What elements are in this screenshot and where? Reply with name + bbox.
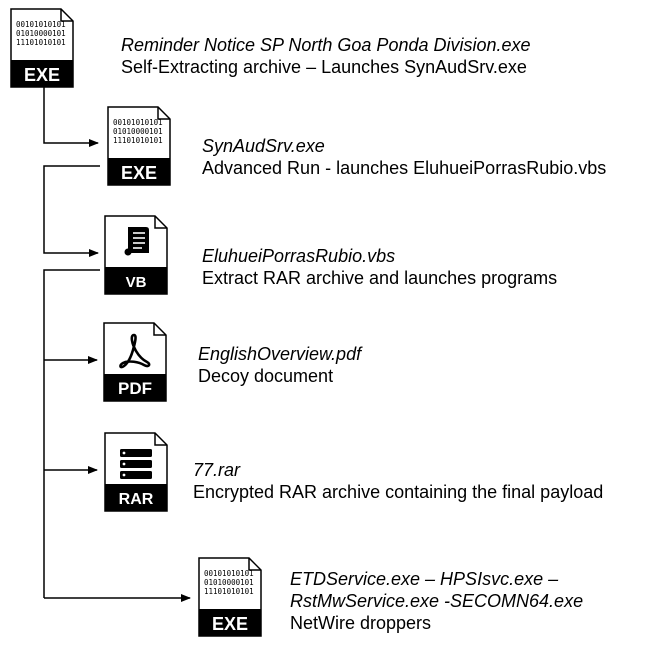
pdf-file-icon: PDF [103, 322, 167, 402]
icon-label: RAR [119, 491, 154, 508]
binary-line: 11101010101 [204, 587, 254, 596]
binary-line: 00101010101 [113, 118, 163, 127]
connector-vbs-bus [43, 269, 100, 598]
icon-label: PDF [118, 379, 152, 398]
connector-reminder-to-synaudsrv [43, 87, 99, 147]
node-label-reminder: Reminder Notice SP North Goa Ponda Divis… [121, 34, 531, 78]
binary-line: 01010000101 [204, 578, 254, 587]
file-name: ETDService.exe – HPSIsvc.exe – [290, 569, 559, 589]
icon-label: VB [126, 274, 147, 291]
file-description: Advanced Run - launches EluhueiPorrasRub… [202, 158, 607, 178]
binary-line: 00101010101 [16, 20, 66, 29]
icon-label: EXE [121, 163, 157, 183]
file-description: NetWire droppers [290, 613, 432, 633]
file-name: 77.rar [193, 460, 241, 480]
file-description: Decoy document [198, 366, 334, 386]
node-label-vbs: EluhueiPorrasRubio.vbs Extract RAR archi… [202, 245, 557, 289]
node-label-droppers: ETDService.exe – HPSIsvc.exe – RstMwServ… [290, 568, 583, 634]
file-name: SynAudSrv.exe [202, 136, 325, 156]
binary-line: 11101010101 [16, 38, 66, 47]
node-label-rar: 77.rar Encrypted RAR archive containing … [193, 459, 603, 503]
binary-line: 00101010101 [204, 569, 254, 578]
file-description: Extract RAR archive and launches program… [202, 268, 558, 288]
file-description: Encrypted RAR archive containing the fin… [193, 482, 604, 502]
acrobat-logo-icon [119, 333, 151, 369]
icon-label: EXE [212, 614, 248, 634]
archive-stack-icon [120, 449, 152, 479]
exe-file-icon: 00101010101 01010000101 11101010101 EXE [10, 8, 74, 88]
file-name: EnglishOverview.pdf [198, 344, 362, 364]
binary-line: 11101010101 [113, 136, 163, 145]
file-name: Reminder Notice SP North Goa Ponda Divis… [121, 35, 531, 55]
exe-file-icon: 00101010101 01010000101 11101010101 EXE [107, 106, 171, 186]
icon-label: EXE [24, 65, 60, 85]
binary-line: 01010000101 [113, 127, 163, 136]
rar-file-icon: RAR [104, 432, 168, 512]
node-label-synaudsrv: SynAudSrv.exe Advanced Run - launches El… [202, 135, 606, 179]
file-name: RstMwService.exe -SECOMN64.exe [290, 591, 584, 611]
file-description: Self-Extracting archive – Launches SynAu… [121, 57, 527, 77]
file-name: EluhueiPorrasRubio.vbs [202, 246, 396, 266]
binary-line: 01010000101 [16, 29, 66, 38]
node-label-pdf: EnglishOverview.pdf Decoy document [198, 343, 361, 387]
script-scroll-icon [124, 227, 149, 256]
exe-file-icon: 00101010101 01010000101 11101010101 EXE [198, 557, 262, 637]
vbs-file-icon: VB [104, 215, 168, 295]
connector-synaudsrv-to-vbs [43, 165, 100, 257]
